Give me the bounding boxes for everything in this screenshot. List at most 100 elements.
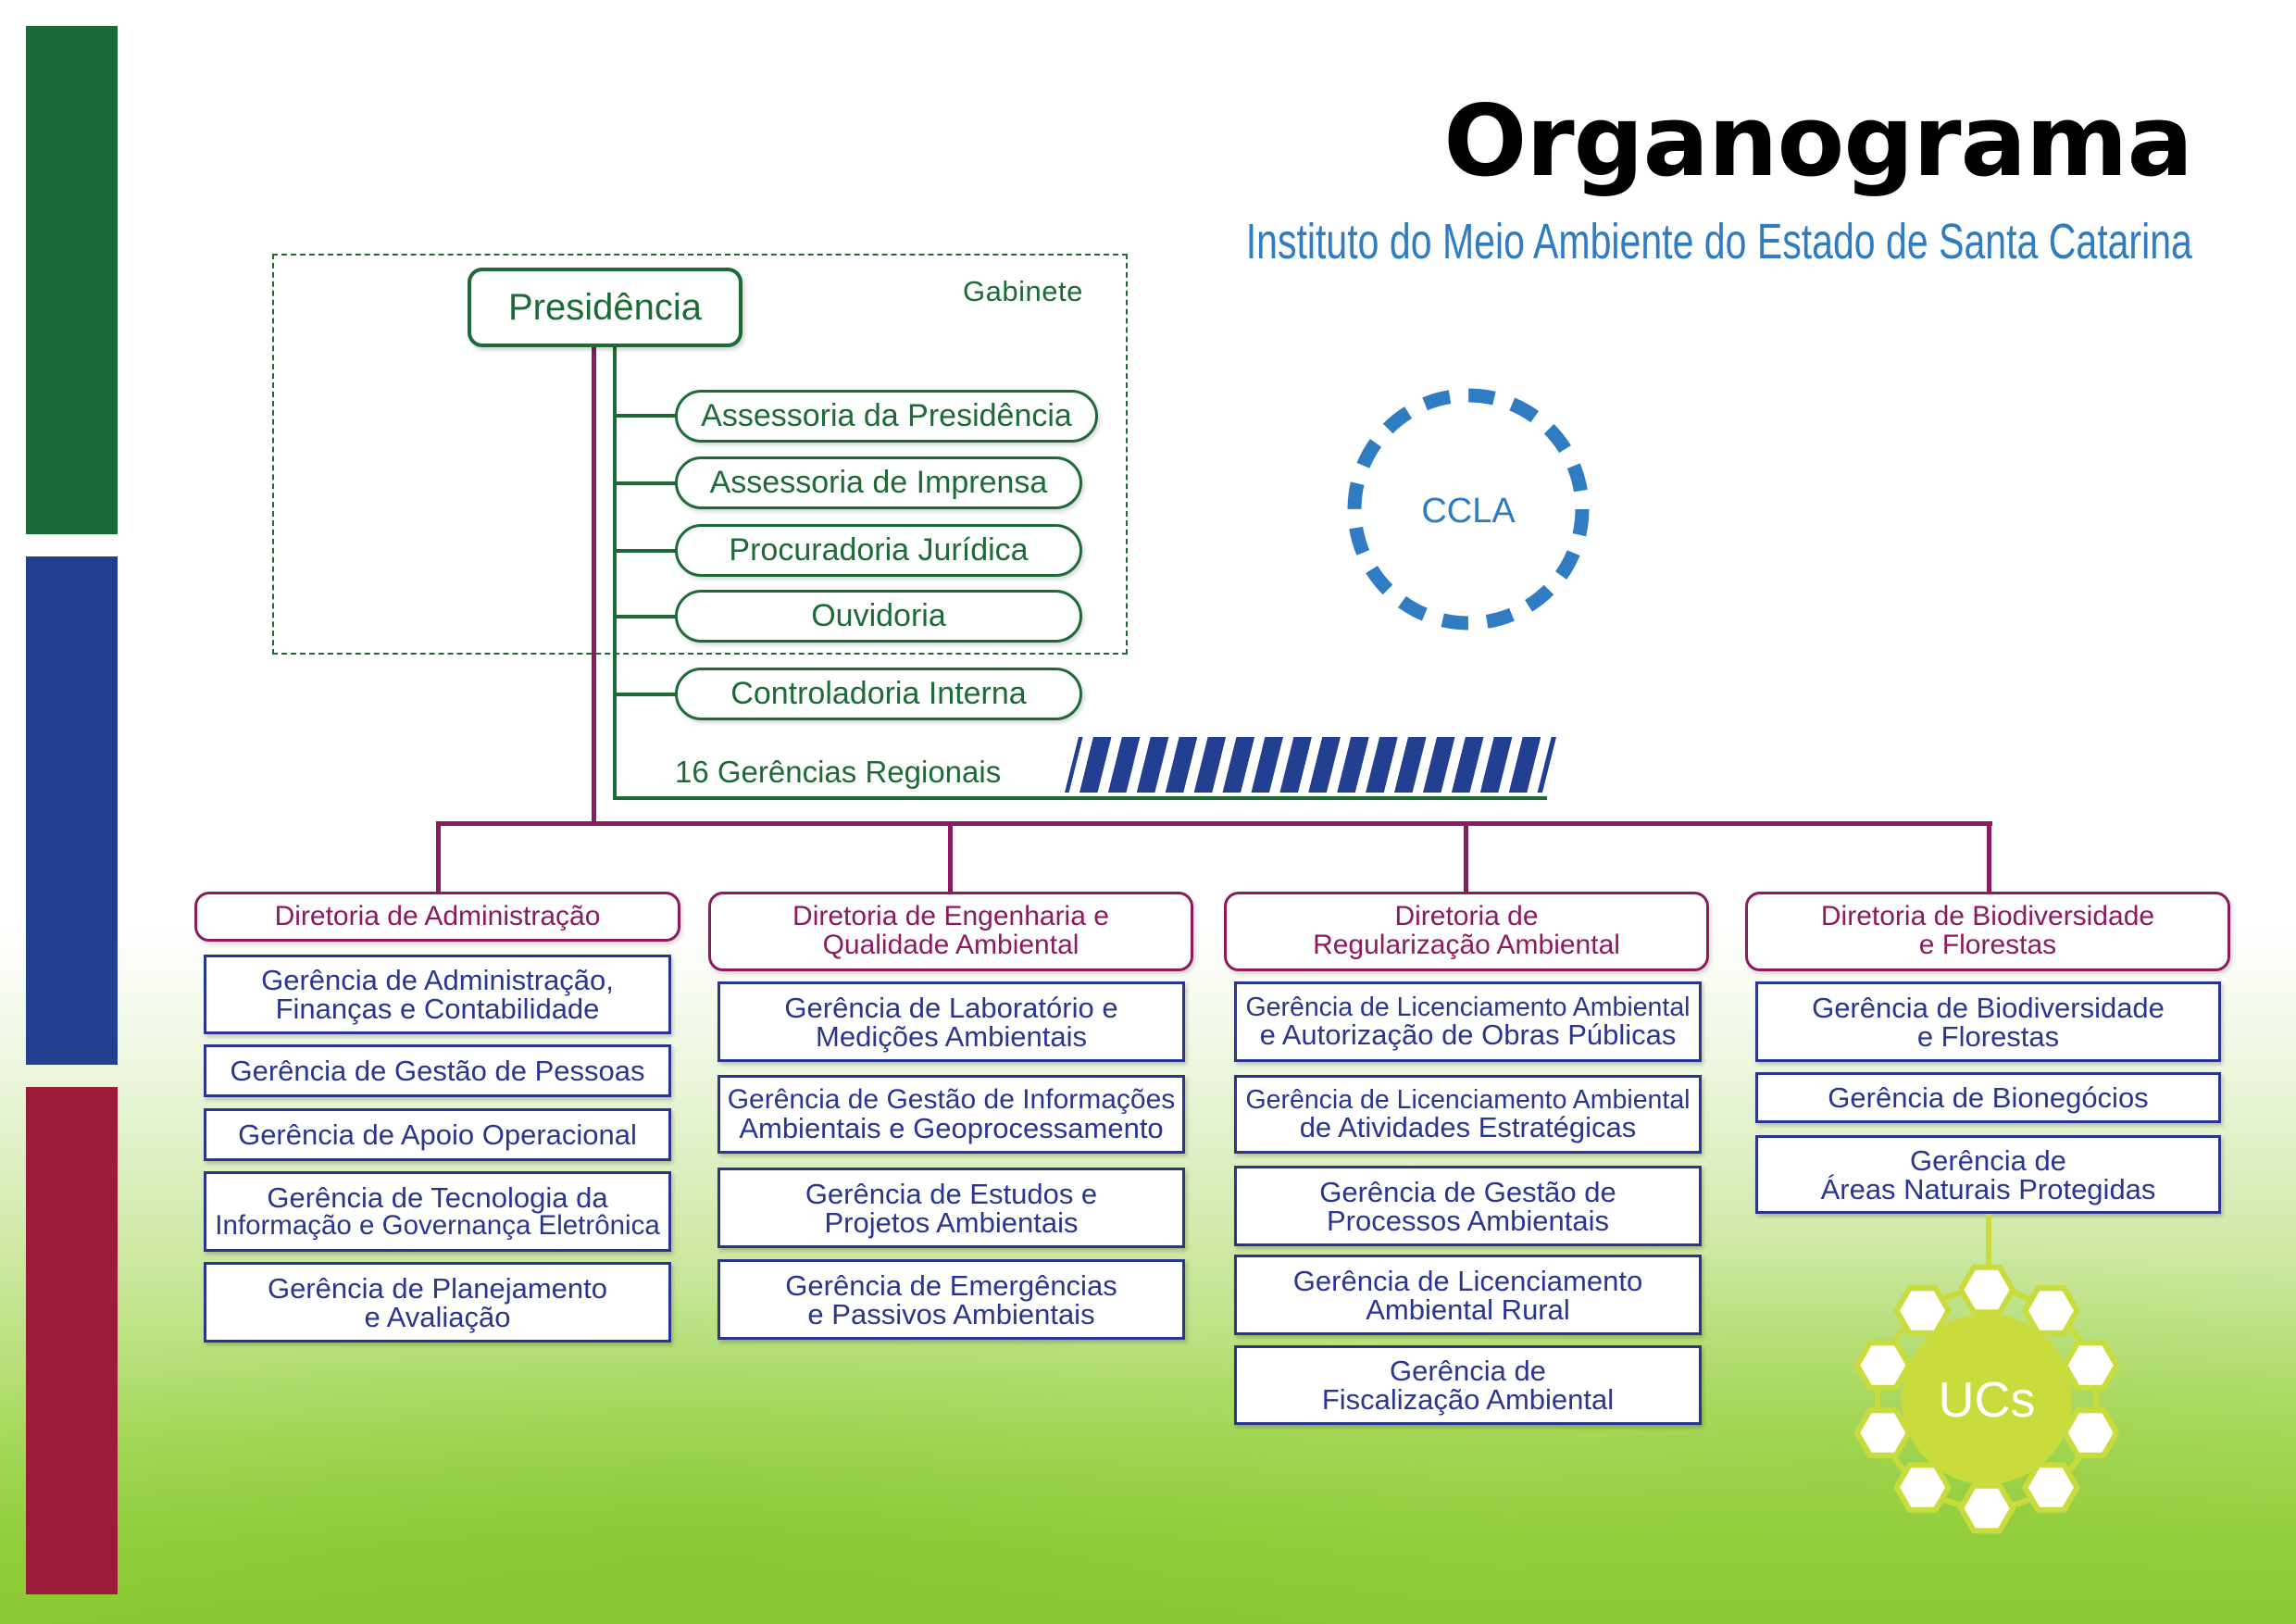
ccla-label: CCLA [1421, 492, 1516, 531]
page-title: Organograma [1443, 84, 2193, 198]
directorate-label: Diretoria de [1394, 901, 1539, 932]
hexagon-icon [2062, 1340, 2120, 1391]
management-label: Gerência de Licenciamento Ambiental [1245, 992, 1691, 1022]
management-label: e Passivos Ambientais [807, 1297, 1095, 1330]
management-label: Gerência de Bionegócios [1828, 1081, 2149, 1114]
hexagon-icon [2022, 1285, 2080, 1336]
management-box: Gerência de Gestão de Processos Ambienta… [1234, 1166, 1702, 1246]
conservation-units-emblem: UCs [1853, 1264, 2120, 1534]
advisory-branch-line [613, 414, 676, 418]
cabinet-unit-label: Assessoria de Imprensa [709, 465, 1048, 500]
hexagon-icon [1893, 1462, 1952, 1513]
management-label: Gerência de Gestão de Informações [727, 1084, 1176, 1115]
hexagon-icon [1958, 1482, 2015, 1534]
management-label: Gerência de Laboratório e [784, 991, 1118, 1024]
hexagon-icon [1893, 1285, 1952, 1336]
management-box: Gerência de Estudos e Projetos Ambientai… [718, 1168, 1185, 1248]
regional-offices-line [613, 796, 1547, 800]
advisory-branch-line [613, 481, 676, 485]
management-label: Projetos Ambientais [824, 1206, 1079, 1239]
management-label: Áreas Naturais Protegidas [1820, 1172, 2156, 1206]
cabinet-unit-press-office: Assessoria de Imprensa [675, 456, 1082, 509]
management-label: Gerência de Gestão de [1319, 1175, 1616, 1208]
management-box: Gerência de Apoio Operacional [204, 1108, 671, 1161]
directorate-drop-line [1987, 821, 1991, 893]
management-label: Gerência de Licenciamento Ambiental [1245, 1084, 1691, 1115]
management-box: Gerência de Bionegócios [1755, 1072, 2221, 1123]
management-label: de Atividades Estratégicas [1299, 1111, 1637, 1144]
management-label: Gerência de Apoio Operacional [238, 1118, 637, 1151]
conservation-units-label: UCs [1939, 1372, 2036, 1428]
management-label: Processos Ambientais [1327, 1204, 1609, 1237]
management-label: e Autorização de Obras Públicas [1259, 1018, 1677, 1052]
directorate-drop-line [436, 821, 441, 893]
directorate-environmental-regularization: Diretoria de Regularização Ambiental [1224, 892, 1709, 971]
presidency-label: Presidência [507, 286, 702, 328]
ccla-dashed-ring [1347, 388, 1590, 631]
regional-offices-label: 16 Gerências Regionais [675, 755, 1002, 789]
management-box: Gerência de Planejamento e Avaliação [204, 1262, 671, 1343]
cabinet-unit-label: Assessoria da Presidência [701, 398, 1072, 433]
directorate-biodiversity-forests: Diretoria de Biodiversidade e Florestas [1745, 892, 2230, 971]
management-label: Finanças e Contabilidade [275, 993, 600, 1025]
hexagon-icon [1958, 1264, 2015, 1316]
cabinet-unit-label: Ouvidoria [811, 598, 946, 633]
management-label: e Florestas [1916, 1019, 2060, 1053]
ccla-council-circle: CCLA [1347, 388, 1590, 631]
presidency-to-directorates-line [592, 347, 596, 825]
management-label: Gerência de Biodiversidade [1812, 991, 2165, 1024]
management-label: Informação e Governança Eletrônica [215, 1210, 660, 1242]
management-box: Gerência de Licenciamento Ambiental de A… [1234, 1075, 1702, 1154]
cabinet-unit-presidency-advisory: Assessoria da Presidência [675, 390, 1098, 443]
internal-control-label: Controladoria Interna [730, 676, 1027, 711]
management-box: Gerência de Laboratório e Medições Ambie… [718, 981, 1185, 1062]
management-box: Gerência de Fiscalização Ambiental [1234, 1345, 1702, 1425]
page-subtitle: Instituto do Meio Ambiente do Estado de … [1245, 214, 2192, 269]
management-box: Gerência de Biodiversidade e Florestas [1755, 981, 2221, 1062]
management-box: Gerência de Emergências e Passivos Ambie… [718, 1259, 1185, 1340]
directorate-label: Diretoria de Administração [274, 900, 601, 931]
management-label: Gerência de Planejamento [267, 1271, 608, 1305]
management-label: Gerência de Licenciamento [1292, 1264, 1643, 1297]
management-label: Gerência de Gestão de Pessoas [230, 1055, 645, 1087]
internal-control-box: Controladoria Interna [675, 668, 1082, 720]
management-label: Fiscalização Ambiental [1321, 1383, 1615, 1416]
management-label: Ambientais e Geoprocessamento [739, 1112, 1164, 1144]
conservation-units-connector [1986, 1214, 1991, 1269]
hexagon-icon [1853, 1407, 1912, 1458]
directorate-label: Diretoria de Engenharia e [792, 901, 1109, 932]
management-box: Gerência de Licenciamento Ambiental Rura… [1234, 1255, 1702, 1335]
left-red-bar [26, 1087, 118, 1594]
presidency-box: Presidência [468, 268, 742, 347]
advisory-branch-line [613, 615, 676, 618]
directorate-drop-line [948, 821, 953, 893]
cabinet-unit-legal-office: Procuradoria Jurídica [675, 524, 1082, 577]
directorate-label: e Florestas [1918, 930, 2057, 960]
management-label: Gerência de Emergências [785, 1268, 1117, 1302]
management-label: Gerência de Estudos e [805, 1177, 1098, 1210]
management-label: e Avaliação [364, 1300, 511, 1333]
cabinet-unit-ombudsman: Ouvidoria [675, 590, 1082, 643]
hexagon-icon [1853, 1340, 1912, 1391]
regional-offices-stripes [1065, 737, 1556, 793]
left-green-bar [26, 26, 118, 534]
presidency-advisory-trunk-line [613, 347, 617, 800]
conservation-units-core [1902, 1314, 2072, 1484]
directorate-administration: Diretoria de Administração [194, 892, 680, 942]
directorate-label: Regularização Ambiental [1313, 930, 1620, 960]
directorate-label: Qualidade Ambiental [822, 930, 1079, 960]
management-label: Gerência de Tecnologia da [267, 1181, 608, 1215]
management-box: Gerência de Tecnologia da Informação e G… [204, 1171, 671, 1252]
left-blue-bar [26, 556, 118, 1065]
management-label: Gerência de Administração, [261, 964, 614, 996]
management-label: Medições Ambientais [816, 1019, 1087, 1053]
management-box: Gerência de Gestão de Pessoas [204, 1044, 671, 1097]
directorates-bus-line [436, 821, 1992, 826]
management-box: Gerência de Gestão de Informações Ambien… [718, 1075, 1185, 1154]
cabinet-label: Gabinete [963, 275, 1083, 307]
directorate-drop-line [1464, 821, 1468, 893]
management-label: Gerência de [1910, 1143, 2066, 1177]
directorate-label: Diretoria de Biodiversidade [1820, 901, 2155, 932]
hexagon-icon [2062, 1407, 2120, 1458]
